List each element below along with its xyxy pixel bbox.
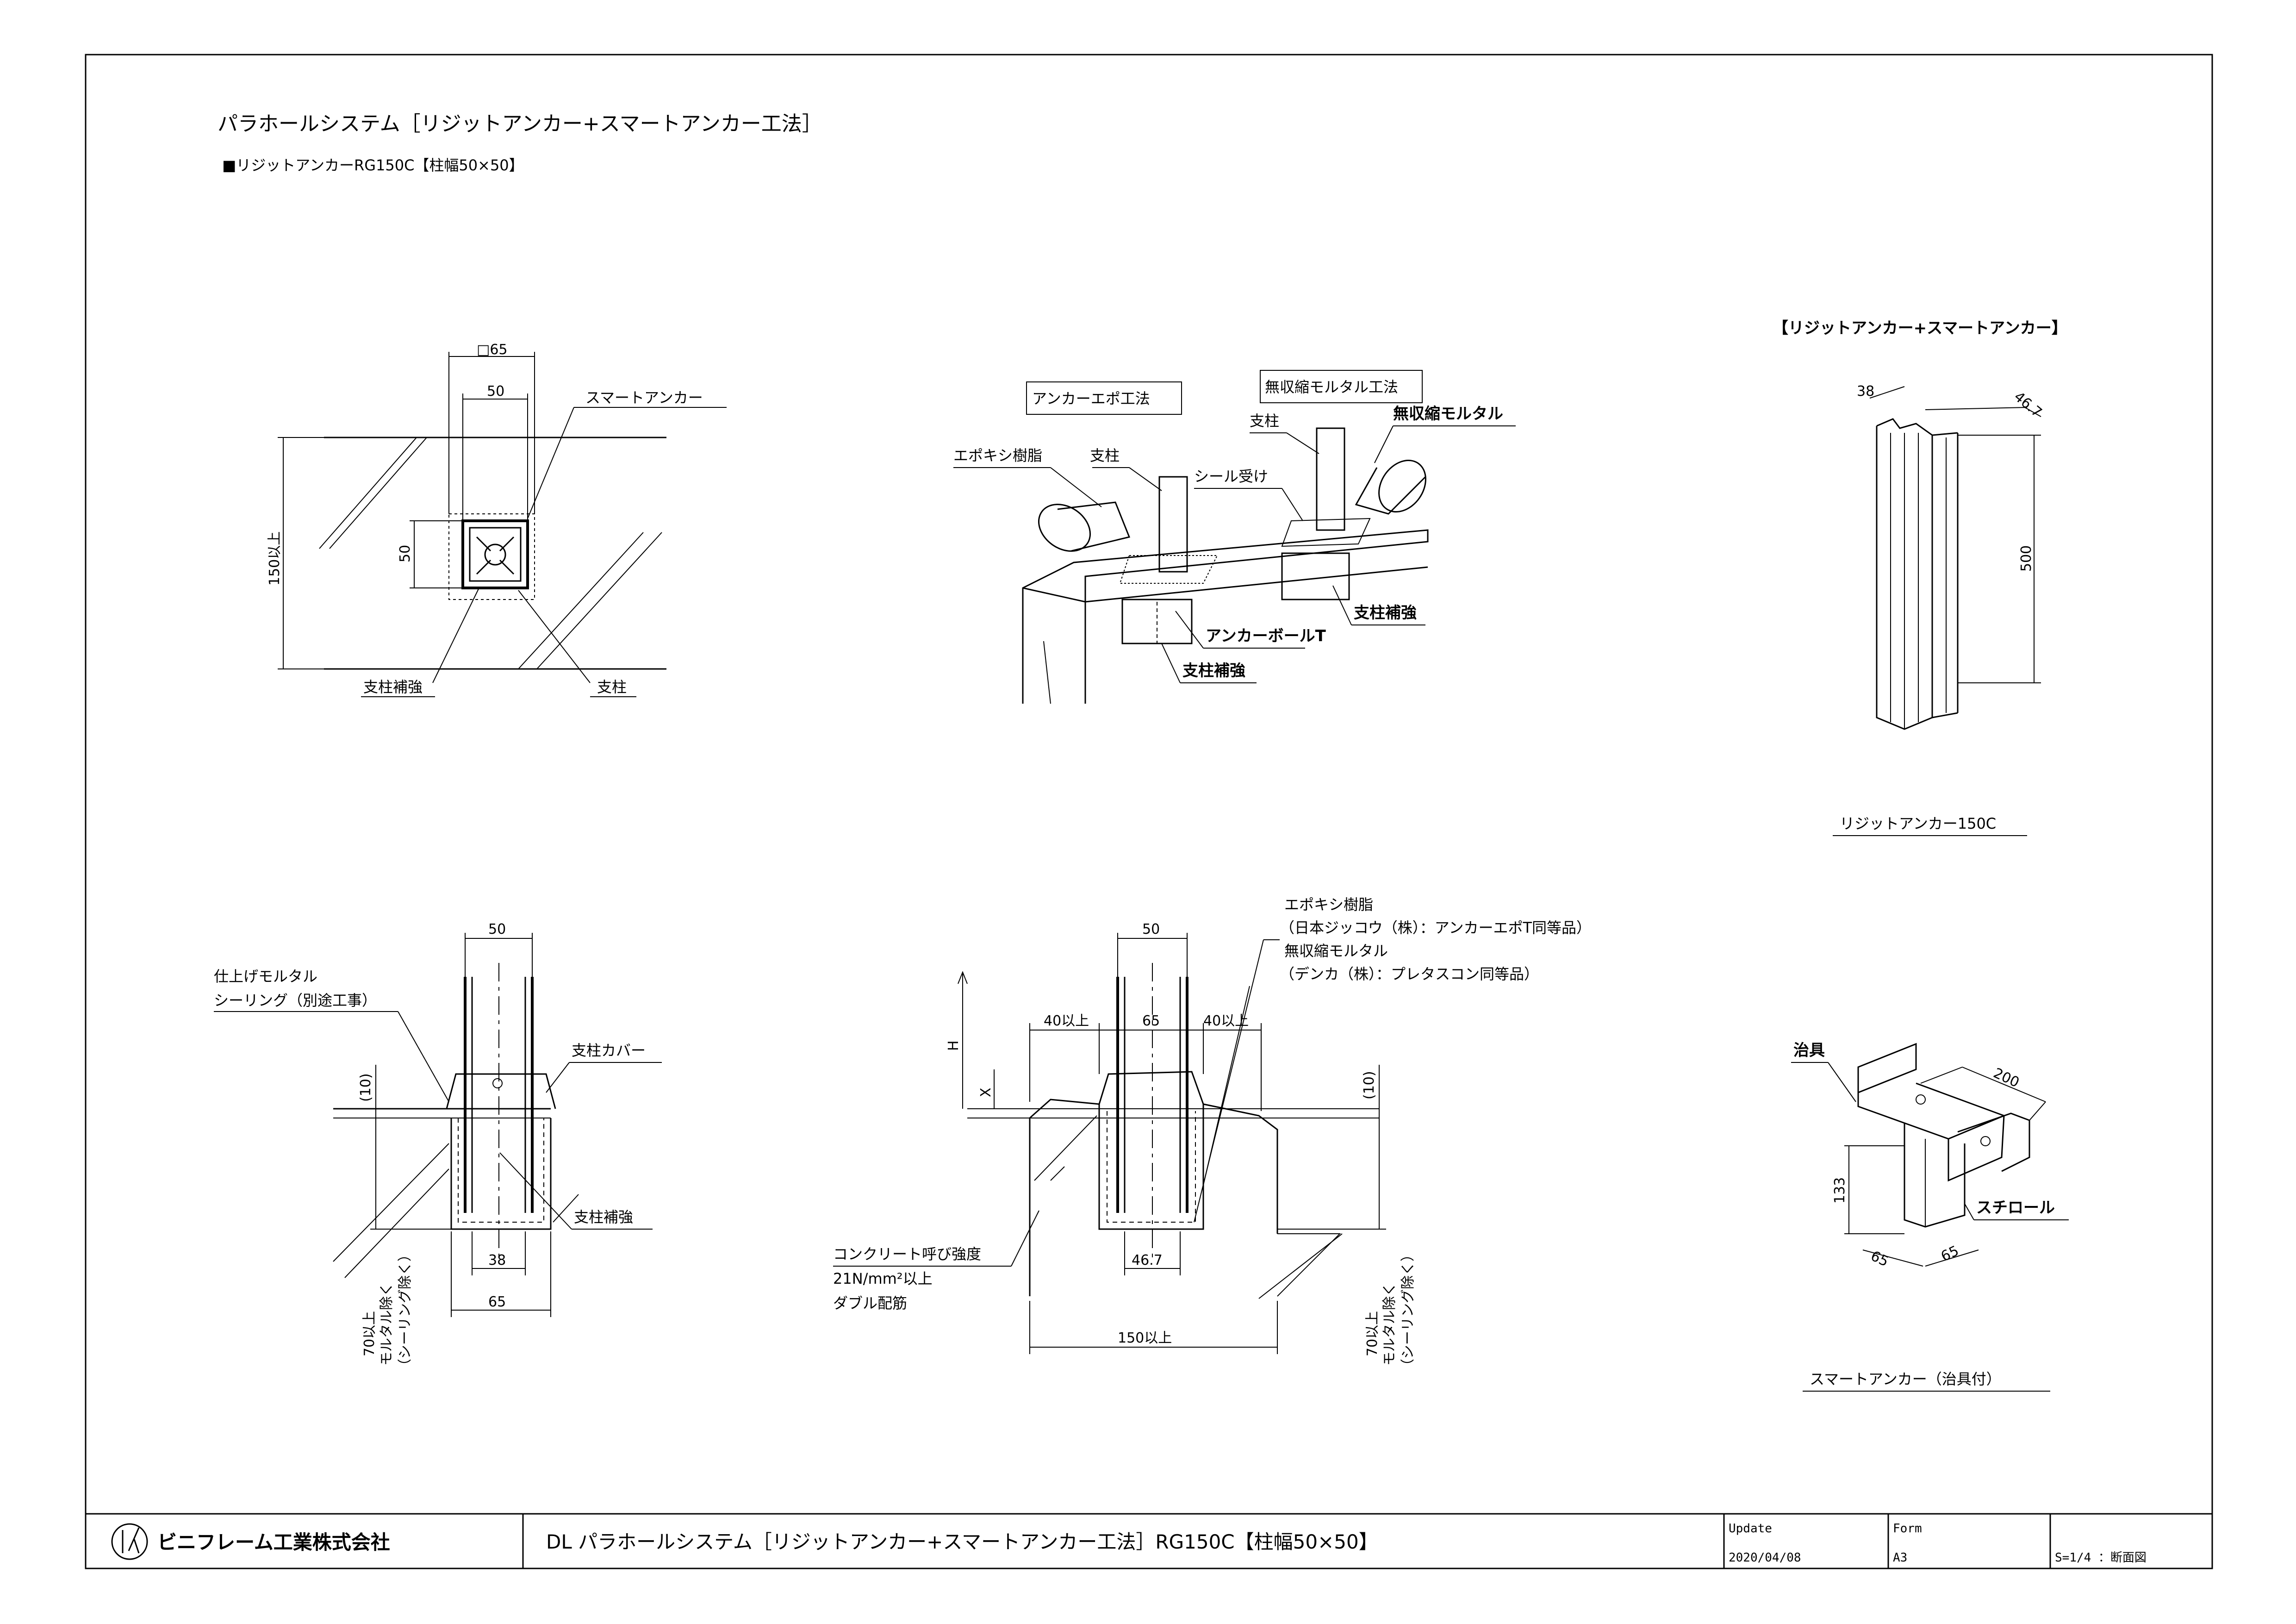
plan-dim-top: 50 <box>487 383 504 400</box>
sheet-subtitle: ■リジットアンカーRG150C【柱幅50×50】 <box>222 156 524 174</box>
title-block: ビニフレーム工業株式会社 DL パラホールシステム［リジットアンカー+スマートア… <box>86 1513 2212 1568</box>
plan-dim-height: 150以上 <box>267 531 283 586</box>
rigid-dim-38: 38 <box>1857 383 1874 400</box>
persp-label-epoxy-resin: エポキシ樹脂 <box>953 447 1042 464</box>
right-dim-h: H <box>946 1040 962 1051</box>
persp-label-anchor-ball: アンカーボールT <box>1206 627 1326 645</box>
left-dim-65: 65 <box>488 1294 506 1310</box>
right-label-concrete-2: 21N/mm²以上 <box>833 1270 933 1287</box>
update-value: 2020/04/08 <box>1729 1551 1801 1565</box>
persp-label-seal-receiver: シール受け <box>1194 468 1268 485</box>
left-dim-70: 70以上 <box>361 1311 378 1356</box>
left-dim-38: 38 <box>488 1252 506 1268</box>
right-dim-10: (10) <box>1361 1071 1377 1099</box>
right-section: 50 40以上 65 40以上 H X (10) 46.7 150以上 70以上… <box>833 896 1591 1373</box>
persp-label-post-reinforce-1: 支柱補強 <box>1182 662 1245 680</box>
persp-label-post-reinforce-2: 支柱補強 <box>1354 604 1417 622</box>
right-label-epoxy: エポキシ樹脂 <box>1284 896 1373 913</box>
left-dim-70-note2: （シーリング除く） <box>397 1248 413 1373</box>
drawing-title: DL パラホールシステム［リジットアンカー+スマートアンカー工法］RG150C【… <box>546 1530 1378 1553</box>
form-label: Form <box>1893 1522 1922 1536</box>
left-dim-70-note1: モルタル除く <box>379 1282 395 1366</box>
rigid-dim-500: 500 <box>2018 545 2035 572</box>
right-dim-70-note1: モルタル除く <box>1381 1282 1398 1366</box>
right-label-epoxy-detail: （日本ジッコウ（株）：アンカーエポT同等品） <box>1280 919 1591 937</box>
left-dim-50: 50 <box>488 921 506 937</box>
company-logo <box>111 1523 148 1560</box>
company-name: ビニフレーム工業株式会社 <box>157 1531 390 1554</box>
persp-label-post-2: 支柱 <box>1250 412 1279 430</box>
right-dim-70-note2: （シーリング除く） <box>1400 1248 1416 1373</box>
smart-caption: スマートアンカー（治具付） <box>1810 1370 2001 1388</box>
right-label-concrete-1: コンクリート呼び強度 <box>833 1245 981 1263</box>
rigid-anchor-view: 【リジットアンカー+スマートアンカー】 38 46.7 500 リジットアンカー… <box>1773 319 2067 836</box>
persp-label-nonshrink-mortar: 無収縮モルタル <box>1393 405 1503 423</box>
left-label-post-reinforce: 支柱補強 <box>574 1208 633 1226</box>
sheet-title: パラホールシステム［リジットアンカー+スマートアンカー工法］ <box>218 112 822 136</box>
smart-dim-200: 200 <box>1991 1065 2022 1091</box>
plan-label-smart-anchor: スマートアンカー <box>585 389 703 406</box>
persp-box-mortar: 無収縮モルタル工法 <box>1265 378 1398 396</box>
smart-anchor-view: 治具 200 133 65 65 スチロール スマートアンカー（治具付） <box>1791 1041 2069 1392</box>
plan-dim-left: 50 <box>397 545 413 562</box>
smart-dim-133: 133 <box>1832 1177 1848 1204</box>
right-label-concrete-3: ダブル配筋 <box>833 1294 907 1312</box>
plan-view: □65 50 50 150以上 スマートアンカー 支柱補強 支柱 <box>267 342 727 697</box>
sheet-border <box>85 54 2213 1569</box>
rigid-caption: リジットアンカー150C <box>1840 815 1996 832</box>
right-label-mortar: 無収縮モルタル <box>1284 942 1388 960</box>
right-dim-40-left: 40以上 <box>1044 1013 1089 1029</box>
plan-label-post-reinforce: 支柱補強 <box>363 678 423 696</box>
persp-label-post-1: 支柱 <box>1090 447 1120 464</box>
right-dim-467: 46.7 <box>1132 1252 1163 1268</box>
left-label-post-cover: 支柱カバー <box>572 1042 646 1059</box>
plan-label-post: 支柱 <box>597 678 627 696</box>
left-section: 50 38 65 (10) 70以上 モルタル除く （シーリング除く） 仕上げモ… <box>214 921 662 1373</box>
plan-dim-square: □65 <box>477 342 508 358</box>
perspective-view: アンカーエポ工法 無収縮モルタル工法 エポキシ樹脂 支柱 支柱 シール受け 無収… <box>953 370 1516 704</box>
right-dim-65: 65 <box>1142 1013 1160 1029</box>
smart-dim-65-a: 65 <box>1868 1248 1891 1270</box>
left-label-sealing: シーリング（別途工事） <box>214 992 377 1009</box>
right-label-mortar-detail: （デンカ（株）：プレタスコン同等品） <box>1280 965 1539 983</box>
right-dim-150: 150以上 <box>1118 1330 1172 1346</box>
smart-label-jig: 治具 <box>1793 1041 1825 1060</box>
smart-label-styrofoam: スチロール <box>1976 1199 2055 1217</box>
rigid-heading: 【リジットアンカー+スマートアンカー】 <box>1773 319 2067 337</box>
right-dim-x: X <box>978 1087 994 1097</box>
right-dim-70: 70以上 <box>1364 1311 1381 1356</box>
left-label-finish-mortar: 仕上げモルタル <box>214 968 317 985</box>
left-dim-10: (10) <box>358 1073 374 1102</box>
right-dim-50: 50 <box>1142 921 1160 937</box>
form-value: A3 <box>1893 1551 1907 1565</box>
scale-text: S=1/4 ：断面図 <box>2055 1551 2147 1565</box>
update-label: Update <box>1729 1522 1772 1536</box>
persp-box-epoxy: アンカーエポ工法 <box>1032 390 1150 407</box>
